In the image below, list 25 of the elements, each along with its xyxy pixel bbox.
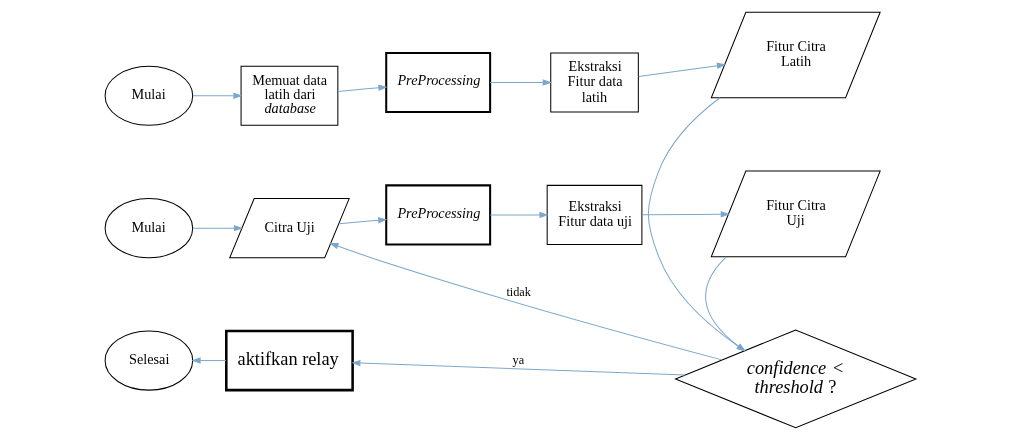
arrow (641, 211, 730, 218)
node-ellipse: Selesai (104, 330, 194, 391)
arrow (338, 217, 388, 225)
node-box: PreProcessing (385, 184, 492, 246)
node-ellipse: Mulai (104, 198, 194, 259)
arrow (192, 92, 243, 99)
arrow (647, 97, 746, 352)
node-ellipse: Mulai (104, 65, 194, 126)
arrow (638, 62, 727, 78)
arrow (329, 242, 723, 361)
node-box: aktifkan relay (225, 329, 354, 392)
arrow (192, 224, 244, 232)
edge-label: ya (512, 353, 525, 368)
arrow (191, 357, 227, 364)
arrow (337, 84, 388, 92)
arrow (489, 79, 552, 86)
arrow (351, 359, 686, 376)
node-box: Ekstraksi Fitur data uji (546, 184, 643, 245)
node-box: Ekstraksi Fitur data latih (550, 52, 639, 113)
node-diamond: confidence < threshold ? (674, 329, 918, 429)
node-box: PreProcessing (385, 51, 492, 114)
node-box: Memuat data latih dari database (240, 65, 339, 126)
arrow (705, 256, 746, 352)
edge-label: tidak (506, 284, 531, 299)
arrow (489, 211, 549, 219)
